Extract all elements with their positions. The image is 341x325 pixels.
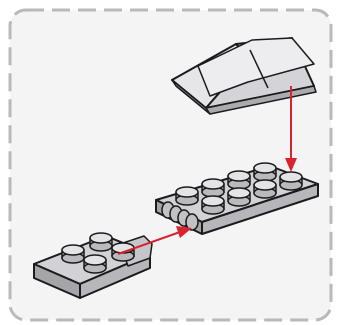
instruction-step-panel bbox=[0, 0, 341, 325]
assembly-diagram bbox=[0, 0, 341, 325]
